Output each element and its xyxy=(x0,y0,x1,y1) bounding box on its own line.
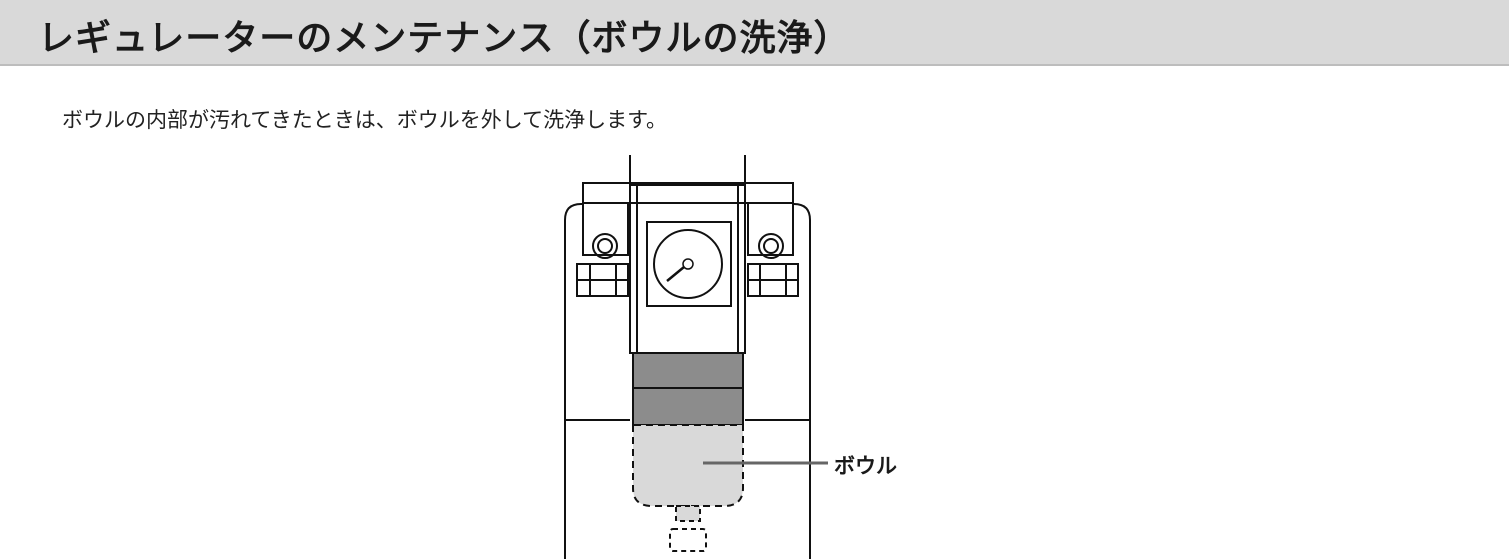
mount-plate-left xyxy=(564,203,583,559)
mount-plate-right xyxy=(792,203,811,559)
bowl-callout-label: ボウル xyxy=(834,454,897,478)
gauge-dial xyxy=(653,229,723,299)
title-bar: レギュレーターのメンテナンス（ボウルの洗浄） xyxy=(0,0,1509,66)
drain-knob xyxy=(669,528,707,552)
bowl xyxy=(632,424,744,507)
gauge-needle xyxy=(666,266,685,282)
regulator-illustration xyxy=(564,155,828,559)
top-bracket xyxy=(582,182,794,204)
gauge-frame xyxy=(646,221,732,307)
intro-text: ボウルの内部が汚れてきたときは、ボウルを外して洗浄します。 xyxy=(62,108,668,132)
drain-valve xyxy=(675,505,701,522)
side-bracket-right xyxy=(747,202,794,256)
page-title: レギュレーターのメンテナンス（ボウルの洗浄） xyxy=(38,18,851,59)
side-bracket-left xyxy=(582,202,629,256)
